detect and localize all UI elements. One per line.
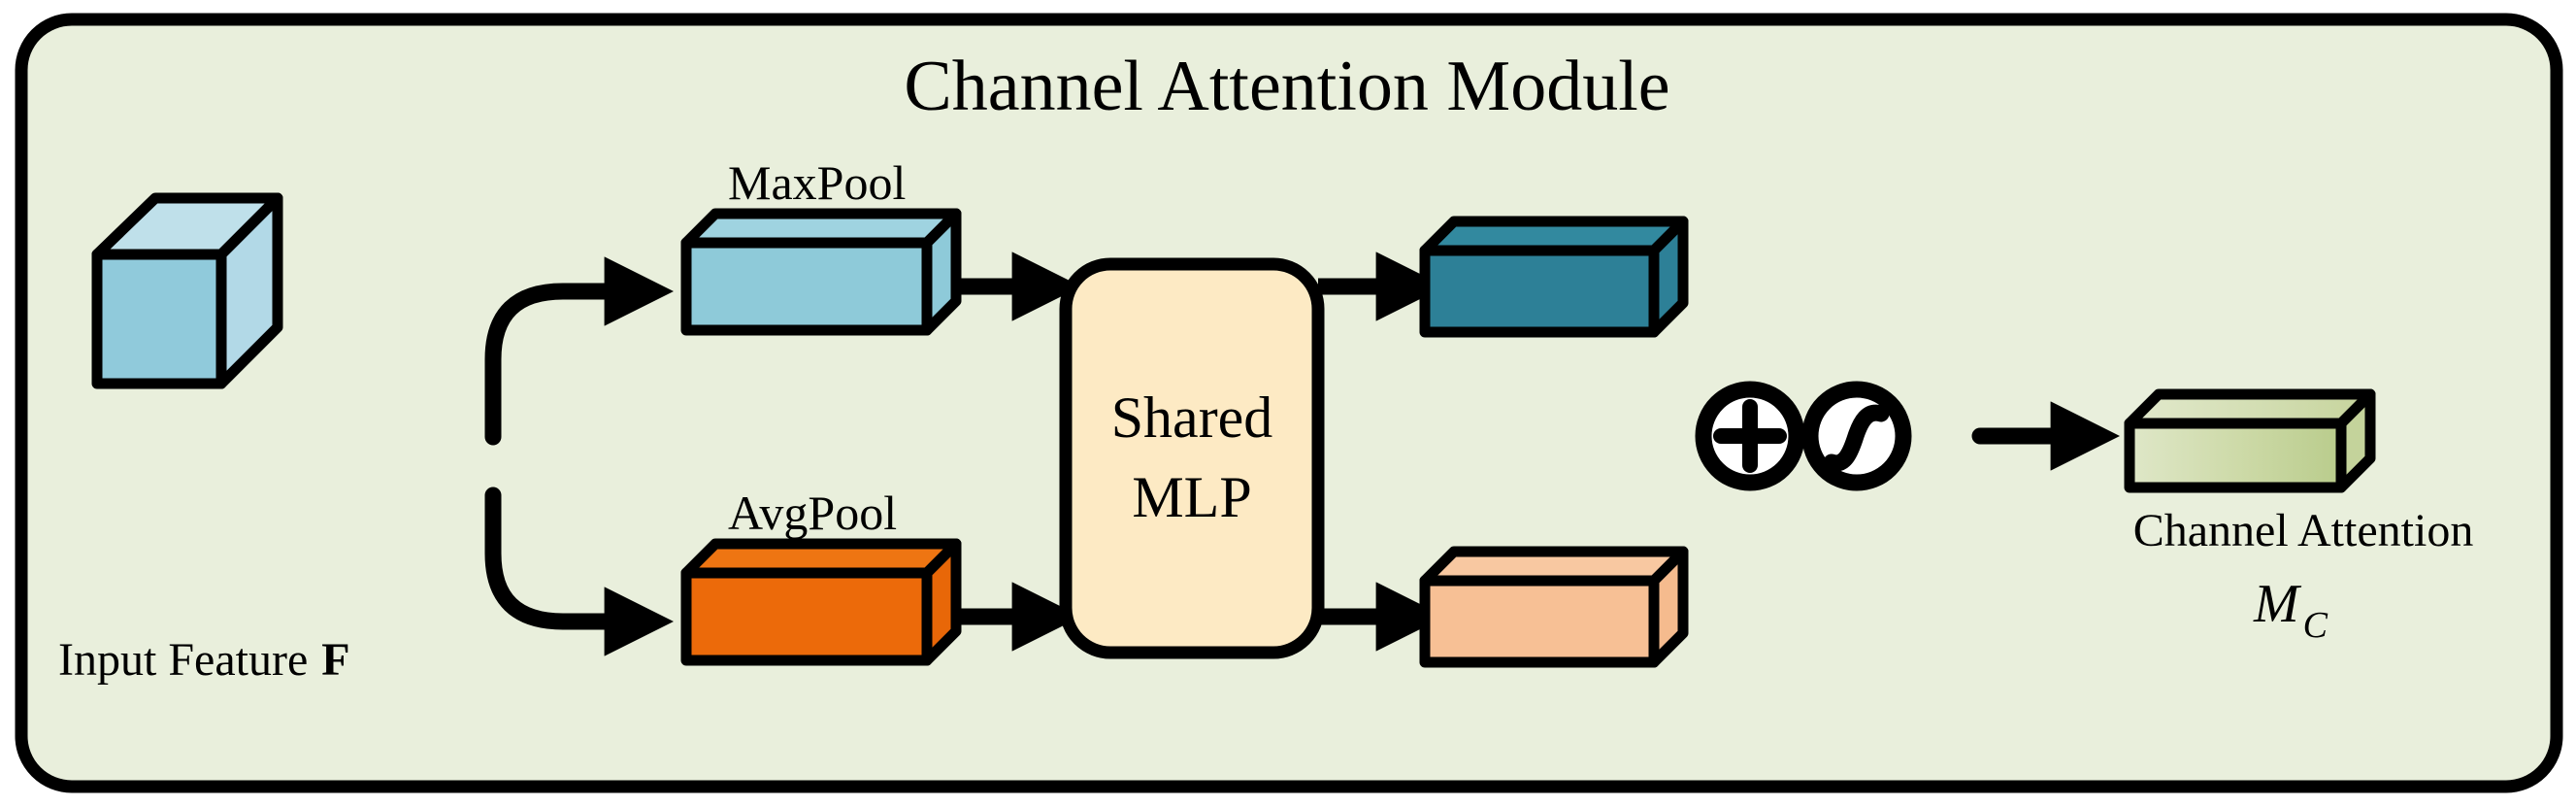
arrow-input-to-avgpool xyxy=(484,487,674,656)
shared-mlp-block: Shared MLP xyxy=(1059,257,1325,659)
sigmoid-icon xyxy=(1823,404,1890,472)
input-feature-caption-text: Input Feature xyxy=(58,634,319,686)
shared-mlp-line2: MLP xyxy=(1132,465,1251,529)
input-feature-caption: Input Feature F xyxy=(58,634,350,686)
output-symbol: M xyxy=(2253,574,2302,634)
channel-attention-output-block xyxy=(2124,388,2376,493)
input-feature-symbol: F xyxy=(321,634,349,686)
avgpool-front-face xyxy=(680,567,933,666)
input-feature-cube xyxy=(91,192,283,389)
maxpool-block xyxy=(680,208,962,336)
avgpool-label: AvgPool xyxy=(728,486,897,540)
maxpool-descriptor-front-face xyxy=(1419,245,1660,338)
module-title: Channel Attention Module xyxy=(904,47,1669,126)
branch-arrows xyxy=(484,256,674,656)
avgpool-descriptor-front-face xyxy=(1419,575,1660,668)
shared-mlp-line1: Shared xyxy=(1111,386,1273,450)
output-symbol-subscript: C xyxy=(2303,605,2328,646)
shared-mlp-box xyxy=(1059,257,1325,659)
output-front-face xyxy=(2124,418,2347,493)
arrow-input-to-maxpool xyxy=(484,256,674,446)
maxpool-label: MaxPool xyxy=(728,155,906,210)
output-caption: Channel Attention xyxy=(2133,505,2474,556)
sigmoid-operator xyxy=(1801,381,1912,491)
avgpool-descriptor-block xyxy=(1419,546,1689,668)
maxpool-descriptor-block xyxy=(1419,216,1689,338)
avgpool-block xyxy=(680,538,962,666)
add-operator xyxy=(1695,381,1805,491)
input-cube-front-face xyxy=(91,249,227,389)
maxpool-front-face xyxy=(680,237,933,336)
